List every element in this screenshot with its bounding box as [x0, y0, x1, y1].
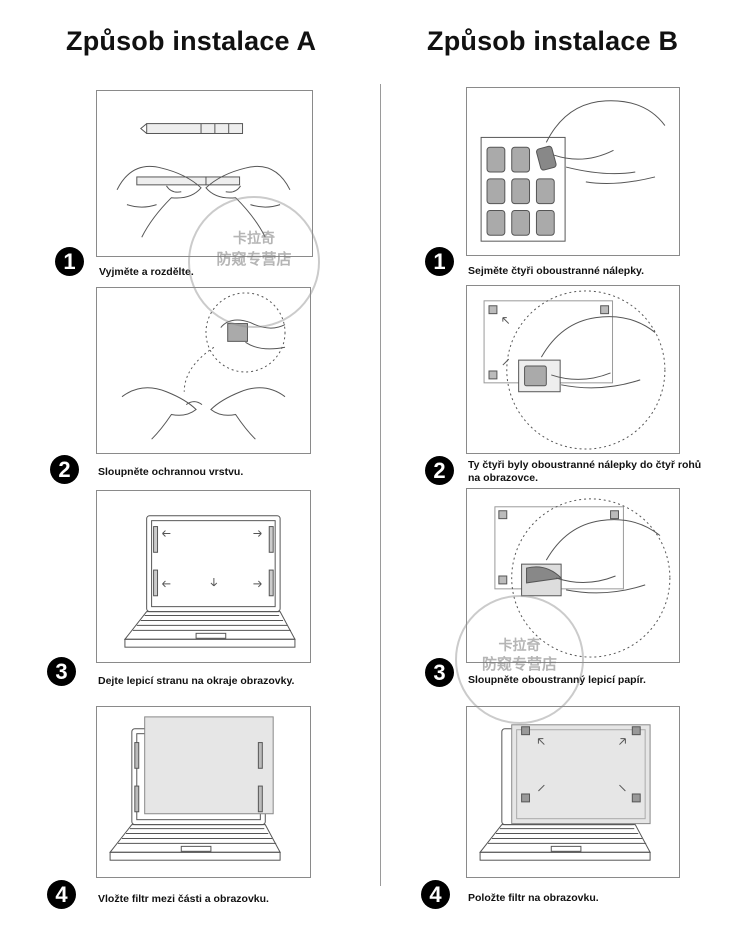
method-b-step-1-number-badge: 1 — [425, 247, 454, 276]
column-divider — [380, 84, 381, 886]
method-b-step-4-caption: Položte filtr na obrazovku. — [468, 892, 599, 904]
method-b-step-4-illustration — [466, 706, 680, 878]
method-a-step-4-caption: Vložte filtr mezi části a obrazovku. — [98, 893, 269, 905]
method-a-step-1-number-badge: 1 — [55, 247, 84, 276]
method-b-step-2-caption: Ty čtyři byly oboustranné nálepky do čty… — [468, 459, 702, 484]
method-a-step-4-illustration — [96, 706, 311, 878]
method-a-step-2-illustration — [96, 287, 311, 454]
method-b-step-2-number-badge: 2 — [425, 456, 454, 485]
method-a-step-1-illustration — [96, 90, 313, 257]
method-a-step-2-number-badge: 2 — [50, 455, 79, 484]
method-a-step-3-number-badge: 3 — [47, 657, 76, 686]
method-b-step-4-number-badge: 4 — [421, 880, 450, 909]
method-a-step-4-number-badge: 4 — [47, 880, 76, 909]
method-a-step-2-caption: Sloupněte ochrannou vrstvu. — [98, 466, 244, 478]
method-a-step-3-caption: Dejte lepicí stranu na okraje obrazovky. — [98, 675, 295, 687]
method-b-step-3-caption: Sloupněte oboustranný lepicí papír. — [468, 674, 646, 686]
method-b-step-3-number-badge: 3 — [425, 658, 454, 687]
method-b-step-2-illustration — [466, 285, 680, 454]
method-a-title: Způsob instalace A — [66, 26, 317, 56]
method-b-step-1-illustration — [466, 87, 680, 256]
method-b-title: Způsob instalace B — [427, 26, 679, 56]
method-b-step-3-illustration — [466, 488, 680, 663]
method-a-step-1-caption: Vyjměte a rozdělte. — [99, 266, 194, 278]
method-b-step-1-caption: Sejměte čtyři oboustranné nálepky. — [468, 265, 645, 277]
method-a-step-3-illustration — [96, 490, 311, 663]
